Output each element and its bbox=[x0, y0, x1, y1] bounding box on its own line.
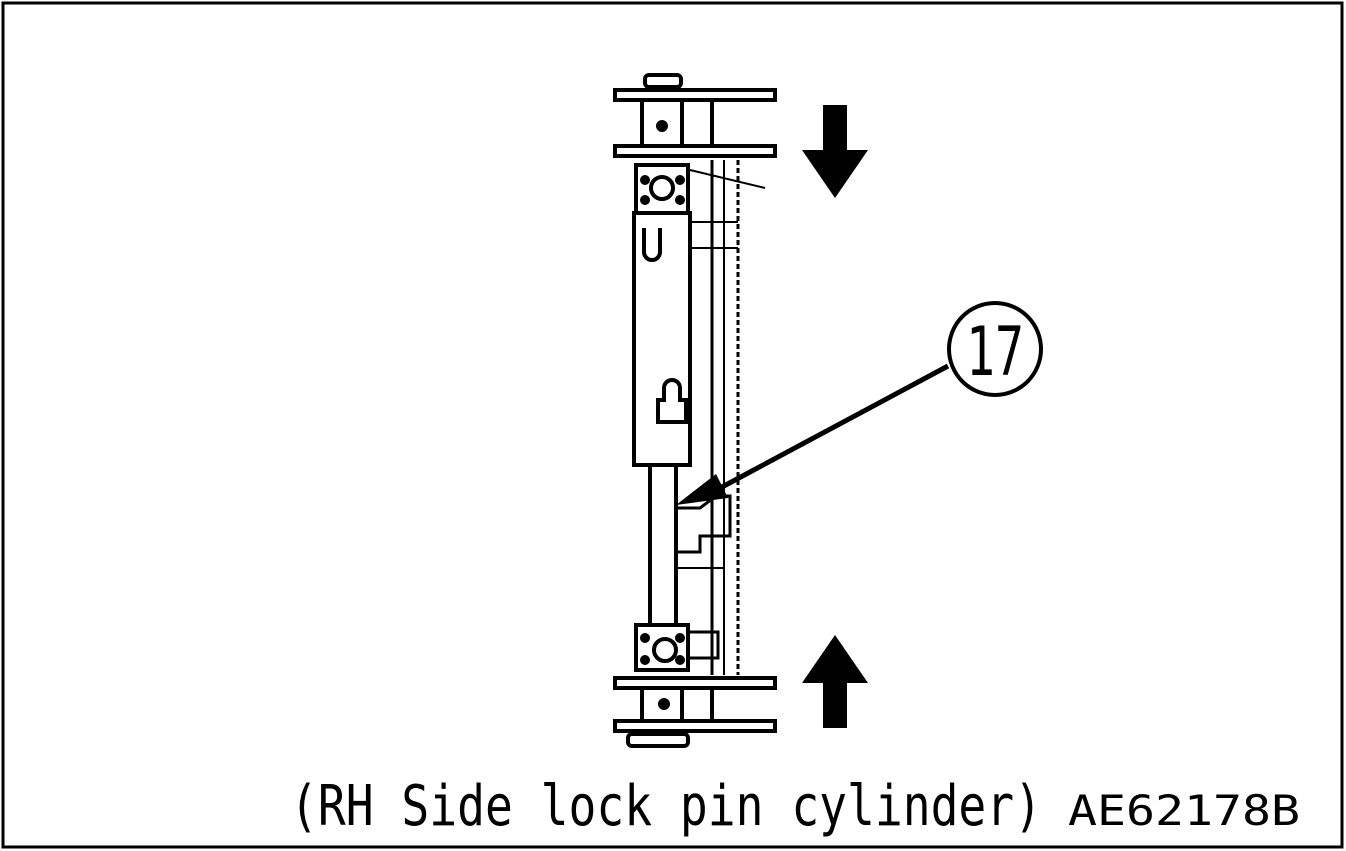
lower-port bbox=[656, 378, 688, 424]
side-frame bbox=[676, 160, 766, 675]
upper-pin bbox=[649, 175, 675, 201]
upper-port bbox=[642, 228, 662, 262]
top-block-side bbox=[680, 98, 714, 148]
lower-pin bbox=[652, 637, 678, 663]
bottom-block-side bbox=[680, 686, 714, 723]
callout-17: 17 bbox=[947, 301, 1043, 397]
figure-code: AE62178B bbox=[1068, 786, 1300, 835]
arrow-up-icon bbox=[802, 635, 868, 728]
callout-leader bbox=[676, 363, 950, 505]
top-bolt bbox=[656, 120, 668, 132]
piston-rod bbox=[648, 463, 678, 627]
cylinder-assembly bbox=[613, 73, 777, 748]
figure-caption: (RH Side lock pin cylinder) bbox=[290, 774, 1042, 839]
arrow-down-icon bbox=[802, 105, 868, 198]
bottom-cap bbox=[626, 732, 690, 748]
callout-number: 17 bbox=[966, 313, 1024, 392]
bottom-bolt bbox=[658, 698, 670, 710]
top-cap bbox=[643, 73, 683, 89]
